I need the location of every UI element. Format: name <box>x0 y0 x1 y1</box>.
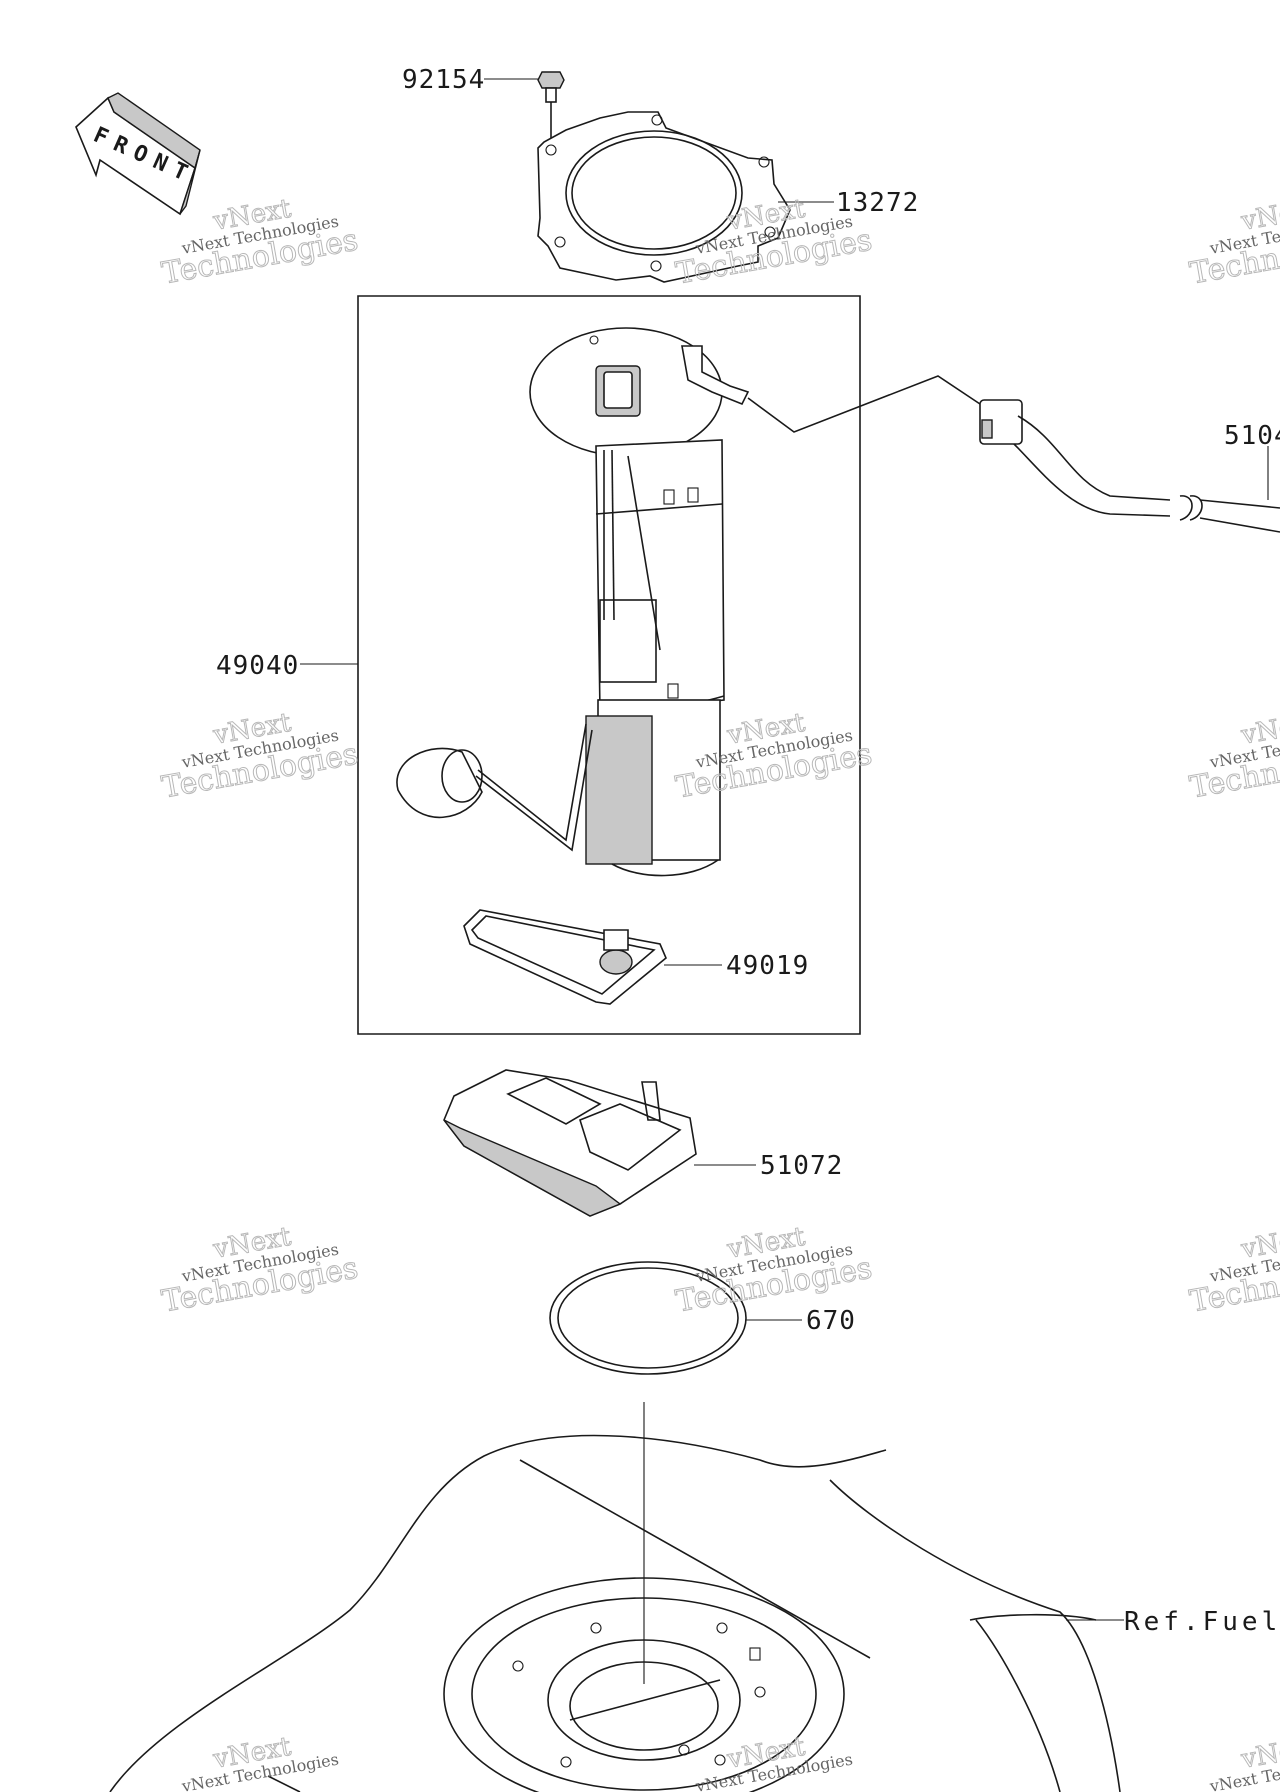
part-number-49040[interactable]: 49040 <box>216 651 299 681</box>
pump-flange <box>529 327 750 457</box>
fuel-tank <box>109 1434 1121 1792</box>
assembly-frame <box>357 295 861 1035</box>
bolt-part <box>537 71 565 142</box>
part-number-670[interactable]: 670 <box>806 1306 856 1336</box>
part-number-49019[interactable]: 49019 <box>726 951 809 981</box>
part-number-92154[interactable]: 92154 <box>402 65 485 95</box>
o-ring <box>549 1261 747 1375</box>
pump-holder <box>443 1069 697 1217</box>
watermark: vNext vNext Technologies Technologies vN… <box>159 193 1280 1792</box>
fuel-filter <box>463 909 667 1005</box>
fuel-level-float <box>396 723 593 852</box>
front-arrow-icon: FRONT <box>75 92 201 216</box>
fuel-pump-body <box>585 439 725 877</box>
part-number-51072[interactable]: 51072 <box>760 1151 843 1181</box>
gasket-part <box>537 111 791 283</box>
part-number-13272[interactable]: 13272 <box>836 188 919 218</box>
part-number-5104[interactable]: 5104 <box>1224 421 1280 451</box>
ref-fuel-tank-label[interactable]: Ref.Fuel T <box>1124 1607 1280 1637</box>
fuel-hose <box>747 375 1280 533</box>
